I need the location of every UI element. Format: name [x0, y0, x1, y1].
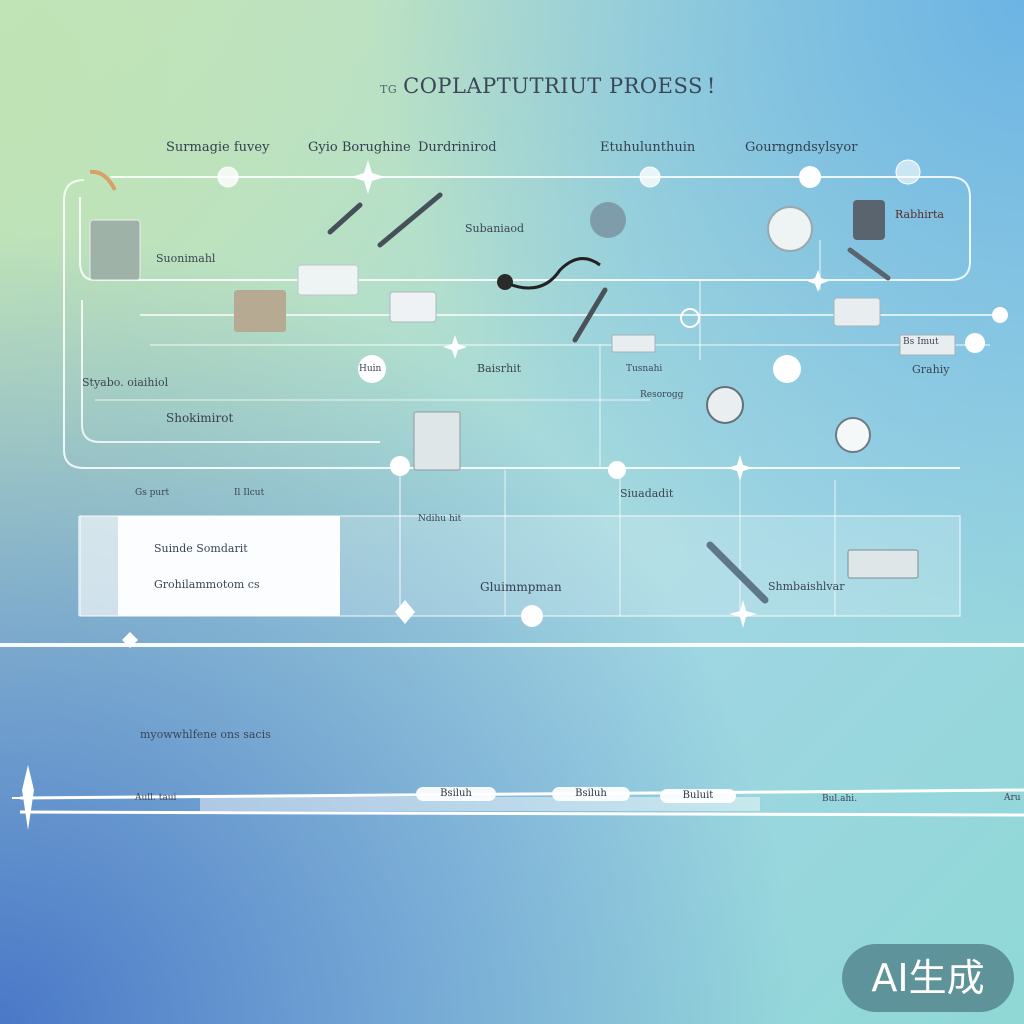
node-label-shokimirot: Shokimirot [166, 411, 234, 425]
node-label-ndihu: Ndihu hit [418, 514, 462, 524]
node-label-bsmut: Bs Imut [903, 337, 939, 347]
node-label-rabhirta: Rabhirta [895, 208, 944, 221]
node-label-grahiy: Grahiy [912, 363, 950, 376]
node-label-huin: Huin [359, 364, 382, 374]
title-main: COPLAPTUTRIUT PROESS [403, 74, 703, 98]
node-label-tusnahi: Tusnahi [626, 364, 663, 374]
flow-loop-left [63, 179, 960, 469]
timeline-label-5: Bul.ahi. [822, 794, 858, 804]
node-label-gsrunt: Gs purt [135, 488, 170, 498]
timeline-label-1: Aull. taui [135, 793, 177, 803]
node-label-suonimahi: Suonimahl [156, 252, 216, 265]
node-label-stygabo: Styabo. oiaihiol [82, 376, 169, 389]
flow-loop-top [79, 176, 971, 281]
title-suffix: ! [706, 74, 716, 98]
diagram-title: TG COPLAPTUTRIUT PROESS! [380, 74, 716, 98]
node-label-ilcut: Il Ilcut [234, 488, 265, 498]
node-label-shonbshivar: Shmbaishlvar [768, 580, 845, 593]
node-label-resorogg: Resorogg [640, 390, 684, 400]
timeline-label-6: Aru [1004, 793, 1021, 803]
node-label-sobaniad: Subaniaod [465, 222, 525, 235]
node-label-siuadadit: Siuadadit [620, 487, 674, 500]
stage-header-1: Surmagie fuvey [166, 140, 270, 155]
flow-loop-inner [81, 300, 380, 443]
summary-panel: Suinde Somdarit Grohilammotom cs [118, 516, 340, 616]
summary-line-1: Suinde Somdarit [154, 542, 248, 555]
summary-panel-edge [78, 516, 118, 616]
stage-header-2: Gyio Borughine [308, 140, 411, 155]
ai-generated-badge: AI生成 [842, 944, 1014, 1012]
stage-header-4: Etuhulunthuin [600, 140, 696, 155]
stage-header-3: Durdrinirod [418, 140, 497, 155]
summary-line-2: Grohilammotom cs [154, 578, 260, 591]
node-label-gluimmpman: Gluimmpman [480, 580, 562, 594]
timeline-caption: myowwhlfene ons sacis [140, 728, 271, 741]
timeline-pill-1: Bsiluh [416, 787, 496, 801]
timeline-pill-2: Bsiluh [552, 787, 630, 801]
node-label-baisrhit: Baisrhit [477, 362, 522, 375]
stage-header-5: Gourngndsylsyor [745, 140, 858, 155]
timeline-pill-3: Buluit [660, 789, 736, 803]
title-prefix: TG [380, 83, 398, 96]
